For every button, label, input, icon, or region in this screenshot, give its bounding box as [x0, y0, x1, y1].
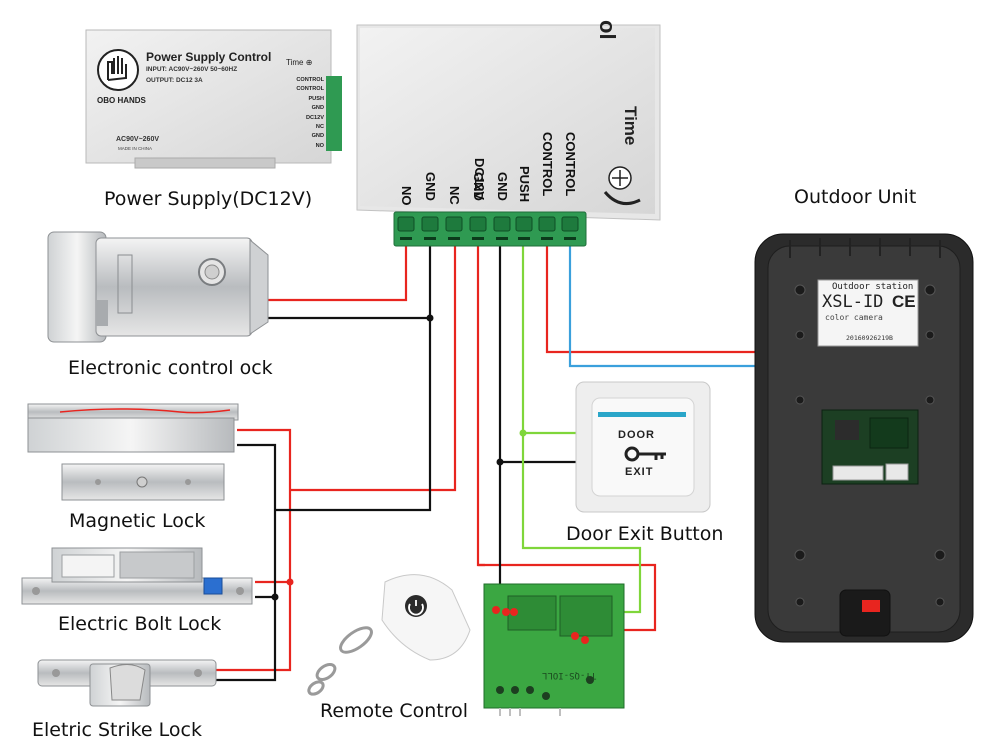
- outdoor-unit: [754, 233, 974, 643]
- door-exit-button: [575, 381, 711, 513]
- small-psu-terminal: NC: [315, 124, 324, 131]
- small-psu-time: Time ⊕: [286, 58, 313, 67]
- wire-nc-red: [290, 245, 457, 492]
- electronic-lock: [47, 231, 269, 343]
- small-power-supply: [85, 29, 342, 169]
- small-psu-terminal: NO: [315, 142, 324, 149]
- wire-junctions: [271, 314, 527, 601]
- big-psu-terminal-gnd: GND: [495, 172, 510, 201]
- small-psu-terminal: PUSH: [308, 95, 324, 102]
- small-psu-brand: OBO HANDS: [97, 96, 146, 105]
- big-psu-terminal-gnd: GND: [423, 172, 438, 201]
- outdoor-sub: color camera: [825, 313, 883, 322]
- small-psu-terminal: GND: [311, 133, 324, 140]
- relay-board-text: TY-QS-IOLL: [542, 670, 597, 680]
- caption-remote-control: Remote Control: [320, 700, 469, 722]
- remote-control: [307, 574, 471, 696]
- small-psu-ac: AC90V~260V: [116, 136, 160, 143]
- big-psu-title-fragment: ol: [595, 20, 620, 40]
- caption-electronic-lock: Electronic control ock: [68, 357, 273, 379]
- outdoor-ce-mark: CE: [892, 292, 916, 311]
- wire-push-green: [521, 245, 576, 435]
- electric-bolt-lock: [21, 547, 253, 605]
- caption-power-supply: Power Supply(DC12V): [104, 188, 313, 210]
- caption-strike-lock: Eletric Strike Lock: [32, 719, 202, 741]
- small-psu-terminal: GND: [311, 105, 324, 112]
- exit-button-exit-text: EXIT: [625, 466, 654, 478]
- caption-electric-bolt-lock: Electric Bolt Lock: [58, 613, 222, 635]
- caption-door-exit-button: Door Exit Button: [566, 523, 724, 545]
- caption-outdoor-unit: Outdoor Unit: [794, 186, 917, 208]
- big-psu-time: Time: [621, 106, 640, 146]
- magnetic-lock: [27, 403, 239, 501]
- big-psu-terminal-nc: NC: [447, 186, 462, 205]
- big-psu-terminal-control: CONTROL: [563, 132, 578, 197]
- big-psu-terminal-dc12v: DC12V: [472, 158, 487, 200]
- relay-board: [483, 583, 625, 716]
- small-psu-terminals: CONTROL CONTROL PUSH GND DC12V NC GND NO: [284, 76, 324, 151]
- outdoor-station-label: Outdoor station: [832, 282, 914, 292]
- wire-dc12v-red: [476, 245, 485, 567]
- small-psu-made-in: MADE IN CHINA: [118, 146, 153, 151]
- outdoor-serial: 20160926219B: [846, 334, 893, 342]
- big-psu-terminal-no: NO: [399, 186, 414, 206]
- big-psu-terminal-push: PUSH: [517, 166, 532, 203]
- wire-gnd-exit: [498, 245, 576, 464]
- big-power-supply: [356, 24, 661, 247]
- wire-gnd-black-2: [275, 318, 432, 512]
- time-knob-icon: ⊕: [305, 58, 313, 67]
- exit-button-door-text: DOOR: [618, 429, 655, 441]
- small-psu-terminal: DC12V: [305, 114, 324, 121]
- big-psu-terminal-control: CONTROL: [540, 132, 555, 197]
- wire-black-bus: [215, 443, 277, 682]
- wire-no-red: [268, 245, 408, 302]
- small-psu-input: INPUT: AC90V~260V 50~60HZ: [146, 66, 238, 73]
- strike-lock: [37, 659, 217, 707]
- outdoor-model: XSL-ID: [822, 292, 884, 312]
- wire-red-bus: [215, 428, 292, 672]
- small-psu-terminal: CONTROL: [296, 86, 324, 93]
- caption-magnetic-lock: Magnetic Lock: [69, 510, 206, 532]
- small-psu-title: Power Supply Control: [146, 50, 272, 64]
- small-psu-output: OUTPUT: DC12 3A: [146, 77, 203, 84]
- small-psu-terminal: CONTROL: [296, 77, 324, 83]
